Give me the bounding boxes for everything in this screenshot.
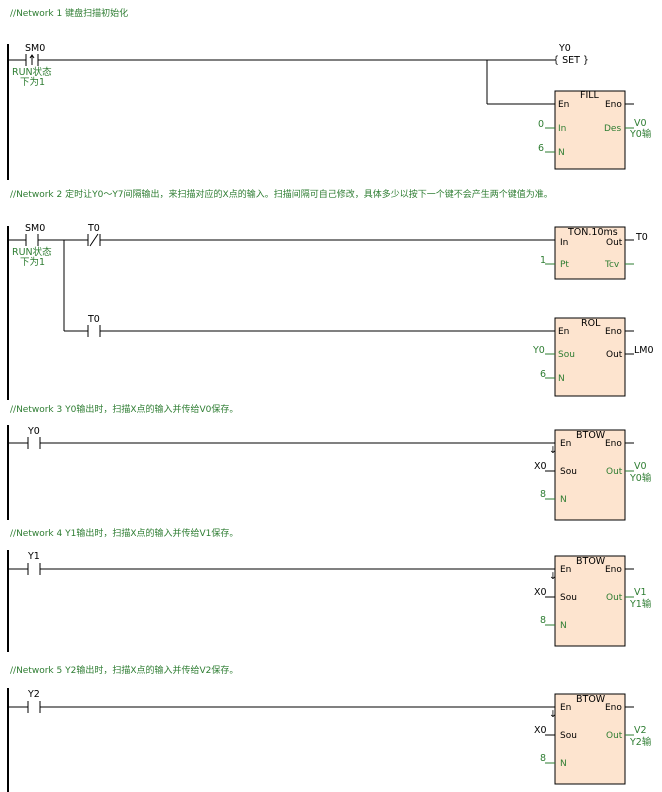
btow-block[interactable] — [554, 555, 626, 647]
contact-label: Y0 — [27, 426, 40, 437]
positive-edge-contact-sm0[interactable] — [25, 54, 39, 66]
pin-n: N — [560, 621, 567, 631]
n-value: 8 — [540, 753, 546, 764]
out-note: Y0输 — [629, 472, 652, 484]
sou-value: Y0 — [532, 345, 545, 356]
pin-n: N — [560, 759, 567, 769]
pin-out: Out — [606, 467, 623, 477]
sou-value: X0 — [534, 587, 547, 598]
pin-sou: Sou — [560, 593, 577, 603]
contact-y1[interactable] — [27, 563, 41, 575]
contact-label: SM0 — [25, 223, 45, 234]
pin-n: N — [558, 374, 565, 384]
pin-en: En — [558, 327, 569, 337]
pin-out: Out — [606, 238, 623, 248]
block-title: FILL — [580, 90, 600, 101]
network-5-comment: //Network 5 Y2输出时，扫描X点的输入并传给V2保存。 — [10, 664, 238, 676]
out-value: V0 — [634, 118, 647, 129]
pin-out: Out — [606, 731, 623, 741]
contact-note: RUN状态 — [12, 66, 52, 78]
block-title: BTOW — [576, 430, 606, 441]
contact-note: 下为1 — [20, 256, 45, 268]
block-title: ROL — [581, 318, 601, 329]
pin-en: En — [558, 100, 569, 110]
sou-value: X0 — [534, 461, 547, 472]
contact-sm0[interactable] — [25, 234, 39, 246]
pin-eno: Eno — [605, 327, 622, 337]
pin-eno: Eno — [605, 439, 622, 449]
n-value: 6 — [538, 143, 544, 154]
out-note: Y1输 — [629, 598, 652, 610]
contact-label: Y2 — [27, 689, 40, 700]
down-arrow-icon: ↓ — [549, 571, 557, 582]
pin-eno: Eno — [605, 565, 622, 575]
contact-note: RUN状态 — [12, 246, 52, 258]
in-value: 0 — [538, 119, 544, 130]
pt-value: 1 — [540, 255, 546, 266]
down-arrow-icon: ↓ — [549, 709, 557, 720]
pin-en: En — [560, 703, 571, 713]
block-title: TON.10ms — [567, 227, 618, 238]
pin-eno: Eno — [605, 100, 622, 110]
out-note: Y0输 — [629, 128, 652, 140]
n-value: 8 — [540, 489, 546, 500]
pin-sou: Sou — [558, 350, 575, 360]
set-coil[interactable]: { SET } — [553, 55, 589, 66]
contact-label: T0 — [87, 223, 100, 234]
n-value: 8 — [540, 615, 546, 626]
fill-block[interactable] — [554, 90, 626, 170]
pin-tcv: Tcv — [604, 260, 620, 270]
network-5: //Network 5 Y2输出时，扫描X点的输入并传给V2保存。 Y2 ↓ B… — [7, 664, 652, 792]
block-title: BTOW — [576, 694, 606, 705]
pin-pt: Pt — [560, 260, 569, 270]
network-3: //Network 3 Y0输出时，扫描X点的输入并传给V0保存。 Y0 ↓ B… — [7, 403, 652, 521]
network-1: //Network 1 键盘扫描初始化 SM0 RUN状态 下为1 Y0 { S… — [7, 7, 652, 180]
network-2: //Network 2 定时让Y0～Y7间隔输出，来扫描对应的X点的输入。扫描间… — [7, 188, 654, 400]
contact-t0[interactable] — [87, 325, 101, 337]
out-value: V1 — [634, 587, 647, 598]
network-4: //Network 4 Y1输出时，扫描X点的输入并传给V1保存。 Y1 ↓ B… — [7, 527, 652, 652]
contact-label: SM0 — [25, 43, 45, 54]
out-value: T0 — [635, 232, 648, 243]
contact-label: Y1 — [27, 551, 40, 562]
out-value: LM0 — [634, 345, 654, 356]
contact-label: T0 — [87, 314, 100, 325]
pin-sou: Sou — [560, 731, 577, 741]
contact-note: 下为1 — [20, 76, 45, 88]
sou-value: X0 — [534, 725, 547, 736]
out-note: Y2输 — [629, 736, 652, 748]
pin-n: N — [558, 148, 565, 158]
network-4-comment: //Network 4 Y1输出时，扫描X点的输入并传给V1保存。 — [10, 527, 238, 539]
rol-block[interactable] — [554, 317, 626, 397]
pin-sou: Sou — [560, 467, 577, 477]
timer-block[interactable] — [554, 226, 626, 280]
pin-en: En — [560, 565, 571, 575]
pin-eno: Eno — [605, 703, 622, 713]
coil-label: Y0 — [558, 43, 571, 54]
out-value: V0 — [634, 461, 647, 472]
pin-out: Out — [606, 350, 623, 360]
pin-n: N — [560, 495, 567, 505]
pin-des: Des — [604, 124, 621, 134]
contact-y2[interactable] — [27, 701, 41, 713]
down-arrow-icon: ↓ — [549, 445, 557, 456]
pin-en: En — [560, 439, 571, 449]
contact-y0[interactable] — [27, 437, 41, 449]
nc-contact-t0[interactable] — [87, 233, 101, 247]
network-1-comment: //Network 1 键盘扫描初始化 — [10, 7, 128, 19]
out-value: V2 — [634, 725, 647, 736]
n-value: 6 — [540, 369, 546, 380]
network-3-comment: //Network 3 Y0输出时，扫描X点的输入并传给V0保存。 — [10, 403, 238, 415]
block-title: BTOW — [576, 556, 606, 567]
btow-block[interactable] — [554, 693, 626, 785]
btow-block[interactable] — [554, 429, 626, 521]
network-2-comment: //Network 2 定时让Y0～Y7间隔输出，来扫描对应的X点的输入。扫描间… — [10, 188, 553, 200]
pin-in: In — [560, 238, 568, 248]
pin-out: Out — [606, 593, 623, 603]
pin-in: In — [558, 124, 566, 134]
